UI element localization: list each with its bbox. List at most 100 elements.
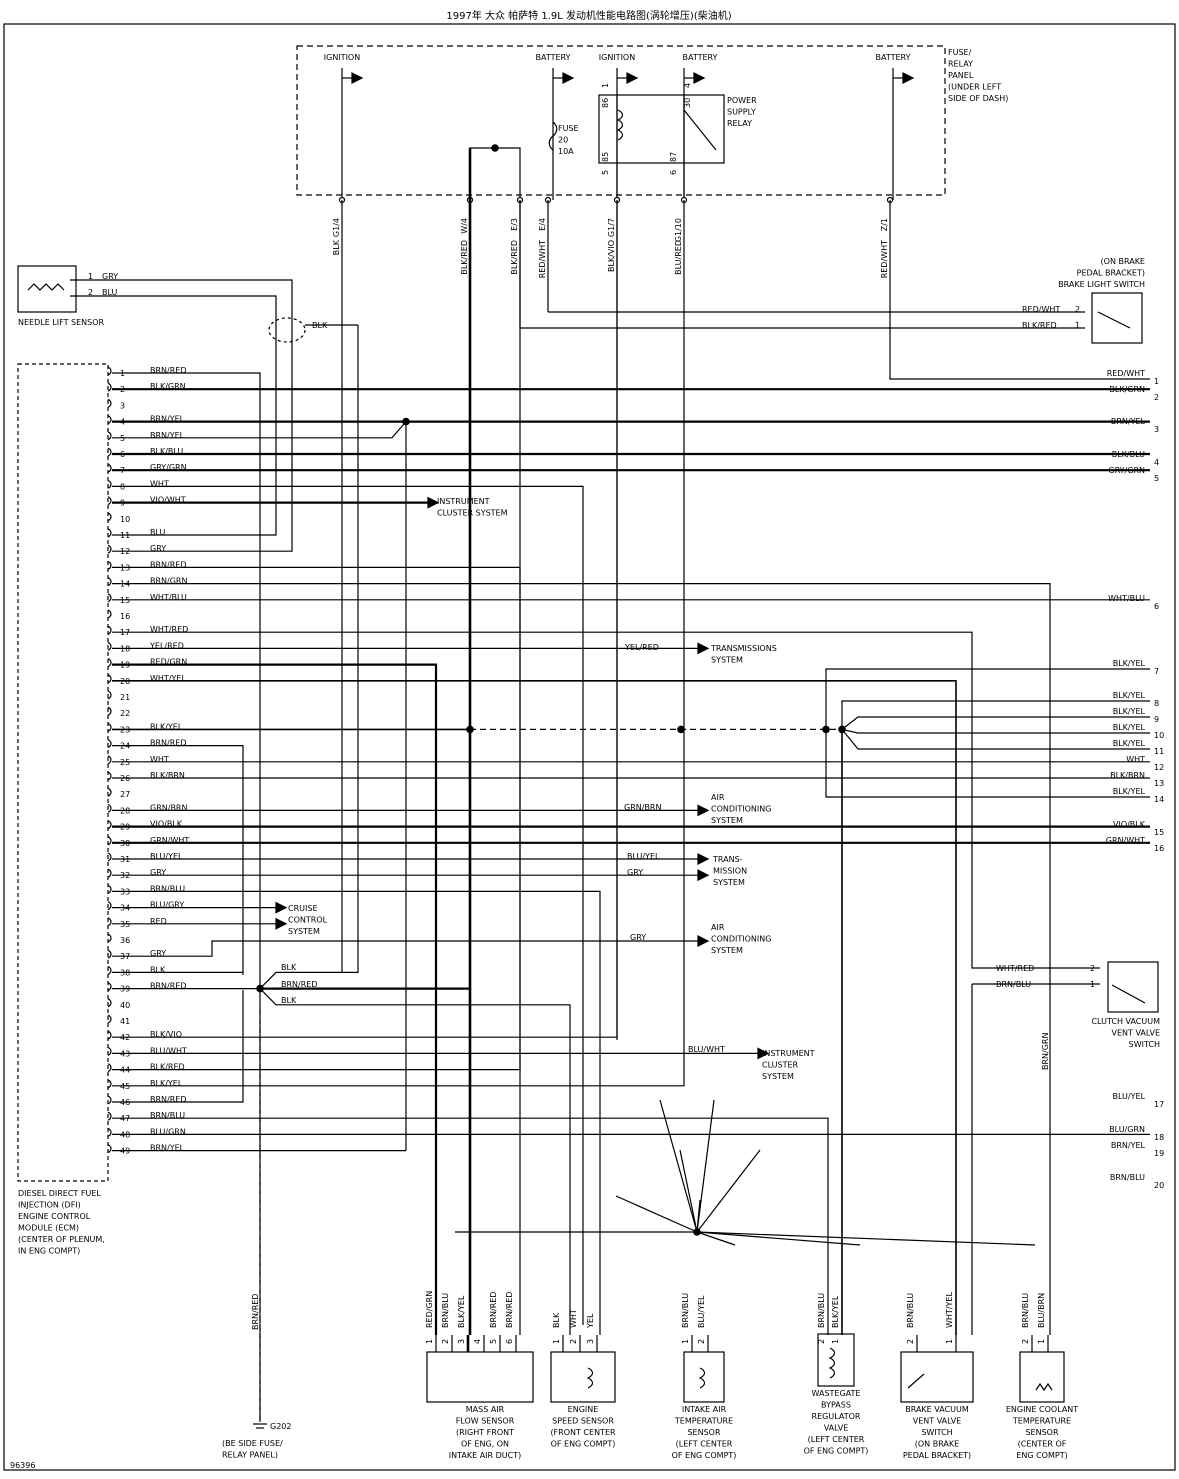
ecm-pin-symbol: [107, 852, 112, 862]
ecm-wire: [112, 200, 521, 1071]
relay-label: RELAY: [727, 119, 752, 128]
ecm-pin-color: GRY/GRN: [150, 463, 187, 472]
ecm-pin-color: BLU/WHT: [150, 1046, 187, 1055]
ecm-pin-number: 34: [120, 904, 130, 913]
relay-contact-icon: [683, 109, 701, 131]
ecm-pin-symbol: [107, 1144, 112, 1154]
relay-pin: 87: [669, 152, 678, 162]
ecm-pin-color: GRN/BRN: [150, 803, 187, 812]
page-border: [3, 23, 1176, 1471]
component-label: SWITCH: [921, 1428, 952, 1437]
ecm-pin-symbol: [107, 868, 112, 878]
ecm-pin-symbol: [107, 593, 112, 603]
ecm-pin-symbol: [107, 933, 112, 943]
system-arrow: [427, 496, 440, 509]
output-ref-number: 12: [1154, 763, 1164, 772]
harness: [825, 729, 1150, 798]
component-label: OF ENG COMPT): [551, 1440, 616, 1449]
ground-name: G202: [270, 1422, 291, 1431]
ecm-pin-color: WHT/YEL: [150, 674, 186, 683]
ecm-pin-color: BLK/RED: [150, 1063, 185, 1072]
component-brakevac: [900, 1351, 974, 1403]
harness: [841, 716, 1150, 730]
wire-color: RED/WHT: [1022, 305, 1060, 314]
splice-label: BRN/RED: [281, 980, 318, 989]
ecm-pin-color: GRY: [150, 949, 166, 958]
ecm-wire: [112, 582, 1051, 1085]
output-wire-color: GRY/GRN: [1108, 466, 1145, 475]
relay-pin: 85: [601, 152, 610, 162]
shield-label: BLK: [312, 321, 328, 330]
ecm-pin-number: 26: [120, 774, 130, 783]
ecm-pin-number: 21: [120, 693, 130, 702]
ecm-pin-number: 17: [120, 628, 130, 637]
ecm-pin-number: 11: [120, 531, 130, 540]
ecm-pin-number: 4: [120, 418, 125, 427]
ecm-pin-symbol: [107, 917, 112, 927]
ecm-wire: [259, 988, 571, 1335]
ecm-pin-number: 7: [120, 466, 125, 475]
connector-label: G1/4: [332, 218, 341, 237]
output-wire-color: BRN/BLU: [1110, 1173, 1145, 1182]
relay-coil-icon: [616, 109, 624, 141]
splice-dot: [491, 144, 499, 152]
ecm-pin-color: BLU/GRN: [150, 1127, 186, 1136]
system-wire-color: GRY: [630, 933, 646, 942]
ecm-pin-number: 32: [120, 871, 130, 880]
switch-contact-icon: [1111, 984, 1146, 1004]
fuse-symbol: [548, 121, 558, 151]
wire-color: BLU/RED: [674, 240, 683, 275]
output-ref-number: 7: [1154, 667, 1159, 676]
connector-label: E/3: [510, 218, 519, 231]
system-wire-color: BLU/WHT: [688, 1045, 725, 1054]
ecm-pin-symbol: [107, 528, 112, 538]
fuse-panel-title: PANEL: [948, 71, 974, 80]
ecm-pin-symbol: [107, 366, 112, 376]
splice-branch: [696, 1231, 736, 1246]
ecm-pin-color: BLU/GRY: [150, 901, 184, 910]
ecm-pin-color: BLK/BLU: [150, 447, 183, 456]
relay-label: POWER: [727, 96, 757, 105]
system-arrow: [697, 804, 710, 817]
output-ref-number: 5: [1154, 474, 1159, 483]
battery-label: BATTERY: [683, 53, 718, 62]
ecm-pin-color: BRN/GRN: [150, 577, 187, 586]
component-label: SPEED SENSOR: [552, 1417, 614, 1426]
wire-color: RED/WHT: [538, 240, 547, 278]
component-wire-color: BLU/YEL: [697, 1295, 706, 1328]
air-conditioning-label: SYSTEM: [711, 816, 743, 825]
component-label: (RIGHT FRONT: [456, 1428, 514, 1437]
output-wire-color: BRN/YEL: [1111, 417, 1146, 426]
splice-dot: [677, 725, 685, 734]
ecm-pin-color: BLK/GRN: [150, 382, 186, 391]
wire-color: BLK/RED: [460, 240, 469, 275]
component-wire-color: BLK: [552, 1312, 561, 1328]
component-iat: [683, 1351, 725, 1403]
connector-label: G1/7: [607, 218, 616, 237]
output-ref-number: 19: [1154, 1149, 1164, 1158]
ecm-pin-number: 45: [120, 1082, 130, 1091]
component-pin: 2: [1021, 1339, 1030, 1344]
fuse-panel-title: FUSE/: [948, 48, 972, 57]
ecm-wire: [112, 372, 261, 1422]
output-ref-number: 1: [1154, 377, 1159, 386]
relay-pin: 30: [683, 98, 692, 108]
component-wire-color: BRN/BLU: [817, 1293, 826, 1328]
harness: [841, 729, 1150, 750]
component-wire-color: YEL: [586, 1313, 595, 1329]
component-pin: 3: [586, 1339, 595, 1344]
pin-number: 1: [1075, 321, 1080, 330]
ecm-wire: [112, 890, 601, 1335]
component-pin: 1: [425, 1339, 434, 1344]
output-ref-number: 10: [1154, 731, 1164, 740]
component-label: WASTEGATE: [812, 1389, 861, 1398]
output-ref-number: 15: [1154, 828, 1164, 837]
ecm-pin-color: BLU/YEL: [150, 852, 183, 861]
ecm-pin-symbol: [107, 706, 112, 716]
ecm-pin-color: BRN/RED: [150, 739, 187, 748]
ecm-pin-number: 22: [120, 709, 130, 718]
ecm-pin-symbol: [107, 901, 112, 911]
ecm-pin-symbol: [107, 755, 112, 765]
component-label: SENSOR: [687, 1428, 720, 1437]
